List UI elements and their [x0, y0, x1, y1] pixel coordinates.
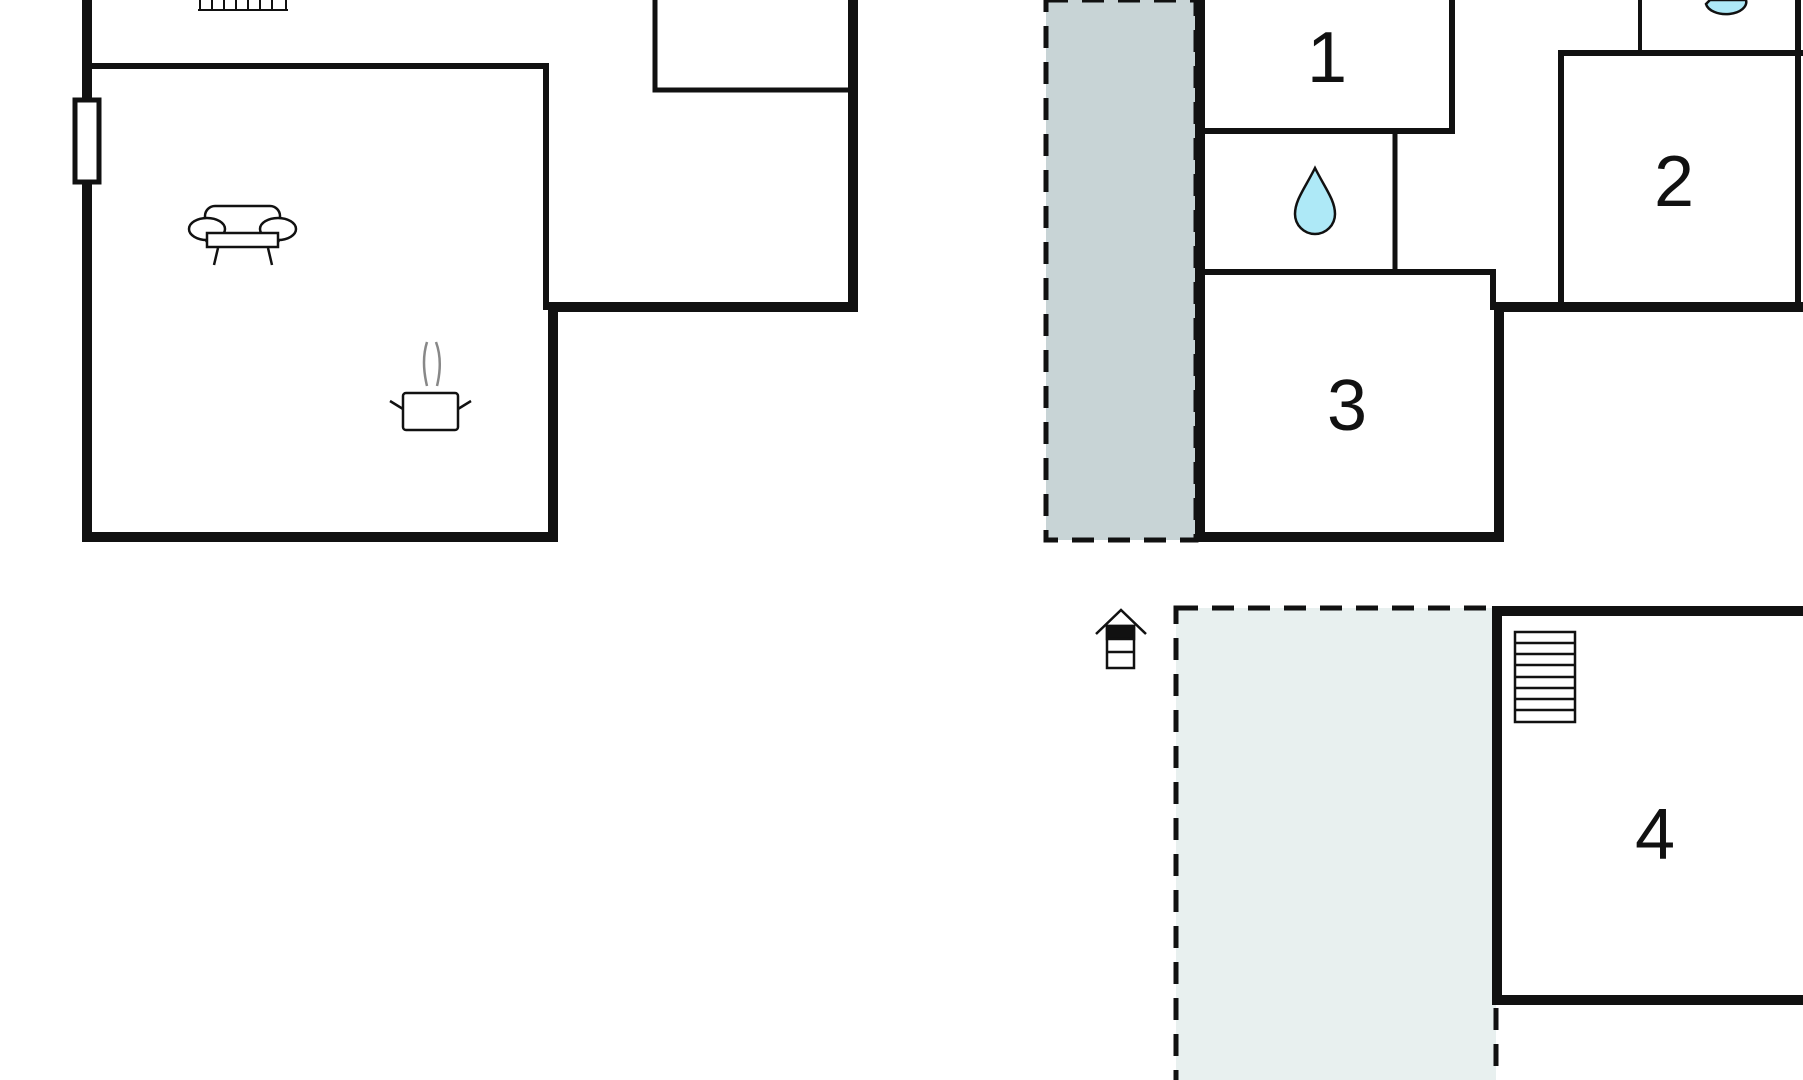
- stairs-icon: [1513, 630, 1577, 724]
- window-icon: [72, 97, 102, 185]
- sofa-icon: [187, 204, 298, 266]
- cooking-pot-icon: [389, 341, 472, 432]
- right-building-upper: [1195, 0, 1803, 542]
- terrace-upper: [1043, 0, 1199, 543]
- terrace-lower: [1173, 605, 1499, 1080]
- water-drop-icon-top-right: [1704, 0, 1748, 16]
- water-drop-icon: [1293, 165, 1337, 236]
- room-label-4: 4: [1635, 795, 1675, 875]
- room-label-3: 3: [1327, 366, 1367, 446]
- room-label-1: 1: [1307, 18, 1347, 98]
- left-building: [82, 0, 858, 542]
- entrance-icon: [1095, 608, 1147, 670]
- right-building-lower: [1492, 606, 1803, 1005]
- room-label-2: 2: [1654, 142, 1694, 222]
- radiator-icon: [198, 0, 288, 11]
